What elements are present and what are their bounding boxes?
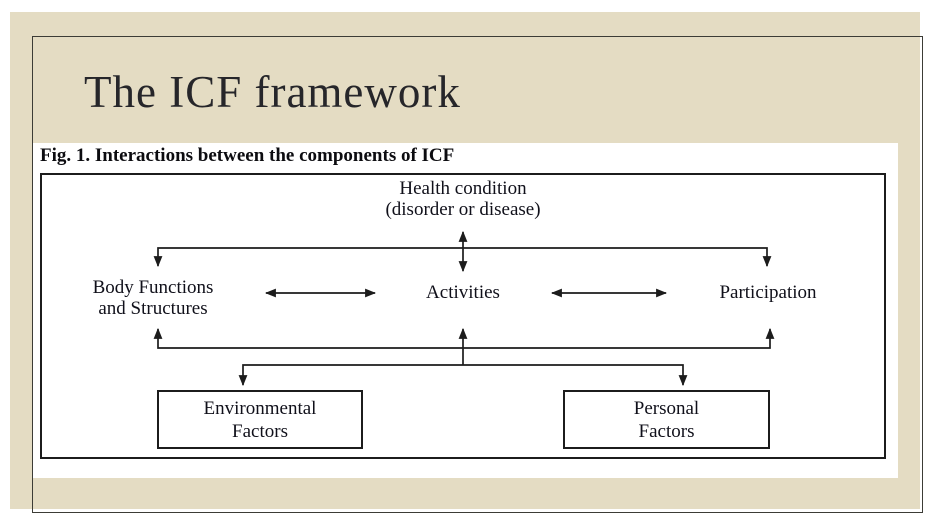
health-condition-line2: (disorder or disease) bbox=[385, 199, 541, 220]
arrow-to-factor-boxes bbox=[238, 364, 688, 387]
node-body-functions: Body Functions and Structures bbox=[63, 277, 243, 319]
node-environmental-factors: Environmental Factors bbox=[157, 390, 363, 449]
figure-panel: Fig. 1. Interactions between the compone… bbox=[33, 143, 898, 478]
icf-diagram: Health condition (disorder or disease) B… bbox=[40, 173, 886, 459]
node-participation: Participation bbox=[719, 282, 817, 303]
node-activities: Activities bbox=[426, 282, 500, 303]
arrow-factors-to-sides bbox=[153, 327, 775, 349]
environmental-factors-line1: Environmental bbox=[203, 397, 317, 419]
body-functions-line1: Body Functions bbox=[92, 277, 214, 298]
body-functions-line2: and Structures bbox=[98, 298, 208, 319]
slide-border-frame bbox=[32, 36, 923, 513]
figure-caption: Fig. 1. Interactions between the compone… bbox=[40, 145, 455, 166]
diagram-arrows bbox=[153, 230, 775, 387]
slide-background: The ICF framework Fig. 1. Interactions b… bbox=[10, 12, 923, 513]
node-health-condition: Health condition (disorder or disease) bbox=[323, 178, 603, 220]
node-personal-factors: Personal Factors bbox=[563, 390, 770, 449]
health-condition-line1: Health condition bbox=[399, 178, 527, 199]
personal-factors-line2: Factors bbox=[638, 420, 695, 442]
slide-title: The ICF framework bbox=[84, 67, 461, 117]
environmental-factors-line2: Factors bbox=[232, 420, 288, 442]
personal-factors-line1: Personal bbox=[633, 397, 700, 419]
